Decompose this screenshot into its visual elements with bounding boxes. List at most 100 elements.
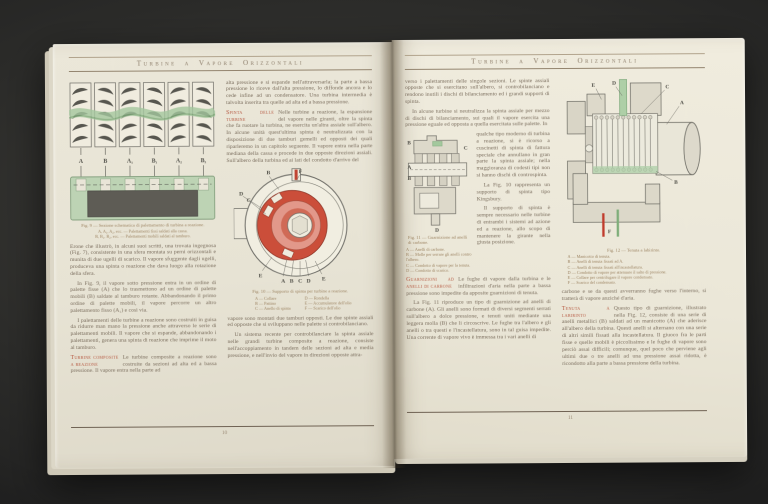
footer-rule xyxy=(71,425,375,429)
svg-text:D: D xyxy=(612,80,616,86)
svg-text:C: C xyxy=(665,84,669,90)
carbon-ring-gland-illustration: B C A B D xyxy=(407,135,468,233)
shaft xyxy=(655,121,701,175)
svg-text:E: E xyxy=(322,277,326,283)
paragraph: I palettamenti delle turbine a reazione … xyxy=(70,316,217,352)
svg-text:D: D xyxy=(435,228,439,233)
steam-flow-band xyxy=(68,106,216,121)
svg-text:E: E xyxy=(259,274,263,280)
thrust-collar-red xyxy=(257,190,328,261)
svg-text:B: B xyxy=(407,140,411,146)
svg-text:B: B xyxy=(103,158,107,164)
open-book: Turbine a Vapore Orizzontali xyxy=(44,37,748,476)
svg-text:E: E xyxy=(591,82,595,88)
left-page-column-2: alta pressione e si espande nell'attrave… xyxy=(226,79,374,377)
right-page-column-2: E D C A B F Fig. 12 — Tenuta a labirinto… xyxy=(560,77,707,371)
side-heading-guarnizioni: Guarnizioni ad anelli di carbone xyxy=(406,276,455,290)
paragraph: In alcune turbine si neutralizza la spin… xyxy=(405,107,550,129)
legend-item: F — Scarico dell'olio xyxy=(304,305,341,311)
reaction-blading-illustration: A B A₁ B₁ A₂ B₂ xyxy=(68,81,216,220)
leader-lines xyxy=(595,86,680,181)
svg-text:C: C xyxy=(298,279,302,285)
right-page-content: Turbine a Vapore Orizzontali verso i pal… xyxy=(392,38,748,459)
figure-11-caption: Fig. 11 — Guarnizione ad anelli di carbo… xyxy=(407,234,468,246)
figure-10-caption: Fig. 10 — Supporto di spinta per turbine… xyxy=(252,288,349,295)
svg-text:A: A xyxy=(79,158,84,164)
svg-text:B: B xyxy=(407,176,411,182)
legend-item: B, B₁, B₂, ecc. — Palettamenti mobili sa… xyxy=(95,233,191,240)
part-letters: E D C A B F xyxy=(591,80,684,235)
svg-text:F: F xyxy=(299,170,303,176)
left-page-content: Turbine a Vapore Orizzontali xyxy=(53,42,395,468)
svg-text:B: B xyxy=(266,171,270,177)
gland-housing xyxy=(407,135,468,226)
paragraph: In Fig. 9, il vapore sotto pressione ent… xyxy=(70,279,217,315)
paragraph: Erone che illustrò, in alcuni suoi scrit… xyxy=(69,242,217,278)
page-number: 11 xyxy=(567,414,574,421)
steam-return-green xyxy=(592,165,658,174)
legend-item: F — Scarico del condensato. xyxy=(567,279,616,286)
figure-11-carbon-ring-gland: B C A B D Fig. 11 — Guarnizione ad anell… xyxy=(405,132,472,273)
condensate-drain-red xyxy=(601,212,605,237)
svg-text:A₁: A₁ xyxy=(127,158,133,164)
side-heading-turbine-composite: Turbine composite a reazione xyxy=(70,354,119,368)
svg-text:F: F xyxy=(608,229,612,235)
turbine-section-cutaway xyxy=(70,175,216,220)
steam-duct-green xyxy=(618,78,627,116)
label-leader-lines xyxy=(80,146,204,177)
side-heading-tenuta: Tenuta a labirinto xyxy=(561,305,610,319)
footer-rule xyxy=(406,410,707,413)
svg-text:A₂: A₂ xyxy=(176,158,182,164)
svg-text:A: A xyxy=(281,279,286,285)
running-head: Turbine a Vapore Orizzontali xyxy=(68,55,372,72)
paragraph: verso i palettamenti delle singole sezio… xyxy=(404,77,550,106)
part-letters: B F D C A B C D E E xyxy=(239,170,326,286)
svg-text:C: C xyxy=(247,198,251,204)
svg-text:B₂: B₂ xyxy=(201,158,207,164)
figure-9-blading-diagram: A B A₁ B₁ A₂ B₂ xyxy=(68,80,216,240)
shaft xyxy=(407,162,468,177)
blade-row-letters: A B A₁ B₁ A₂ B₂ xyxy=(79,158,207,165)
legend-item: D — Condotto di scarico. xyxy=(406,267,450,273)
drain-pipe xyxy=(430,213,441,226)
paragraph: Un sistema recente per controbilanciare … xyxy=(227,331,374,359)
thrust-bearing-illustration: B F D C A B C D E E xyxy=(233,168,348,286)
svg-text:C: C xyxy=(464,145,468,151)
right-page: Turbine a Vapore Orizzontali verso i pal… xyxy=(391,37,748,460)
page-number: 10 xyxy=(221,430,228,437)
figure-10-legend: A — Collare B — Pattino C — Anello di sp… xyxy=(227,295,373,312)
legend-item: B — Molle per serrare gli anelli contro … xyxy=(405,251,472,263)
side-heading-spinta: Spinta delle turbine xyxy=(226,109,275,123)
svg-text:B₁: B₁ xyxy=(152,158,158,164)
leader-lines xyxy=(242,175,323,277)
labyrinth-seal-illustration: E D C A B F xyxy=(566,78,701,237)
figure-9-caption: Fig. 9 — Sezione schematica di palettame… xyxy=(81,221,205,228)
running-head: Turbine a Vapore Orizzontali xyxy=(404,53,705,70)
labyrinth-fins xyxy=(591,112,658,174)
figure-9-legend: A, A₁, A₂, ecc. — Palettamenti fissi sal… xyxy=(70,228,216,239)
paragraph: vapore sono montati due tamburi opposti.… xyxy=(227,314,374,329)
figure-12-labyrinth-seal: E D C A B F Fig. 12 — Tenuta a labirinto… xyxy=(560,77,706,286)
svg-text:A: A xyxy=(680,100,684,106)
svg-text:D: D xyxy=(307,279,311,285)
right-page-column-1: verso i palettamenti delle singole sezio… xyxy=(405,78,551,372)
svg-text:B: B xyxy=(290,279,294,285)
steam-inlet-green xyxy=(432,140,443,147)
paragraph: alta pressione e si espande nell'attrave… xyxy=(225,78,373,107)
legend-item: C — Anello di spinta xyxy=(255,306,291,312)
svg-text:B: B xyxy=(674,179,678,185)
left-page: Turbine a Vapore Orizzontali xyxy=(52,42,395,469)
left-page-column-1: A B A₁ B₁ A₂ B₂ xyxy=(68,80,217,378)
steam-line-green xyxy=(616,209,619,237)
paragraph: carbone e se da questi avverranno fughe … xyxy=(561,288,707,303)
part-letters: B C A B D xyxy=(407,140,468,233)
svg-text:A: A xyxy=(407,165,411,171)
svg-text:D: D xyxy=(239,192,243,198)
figure-10-thrust-bearing: B F D C A B C D E E xyxy=(226,167,373,312)
figure-12-caption: Fig. 12 — Tenuta a labirinto. xyxy=(607,246,661,253)
